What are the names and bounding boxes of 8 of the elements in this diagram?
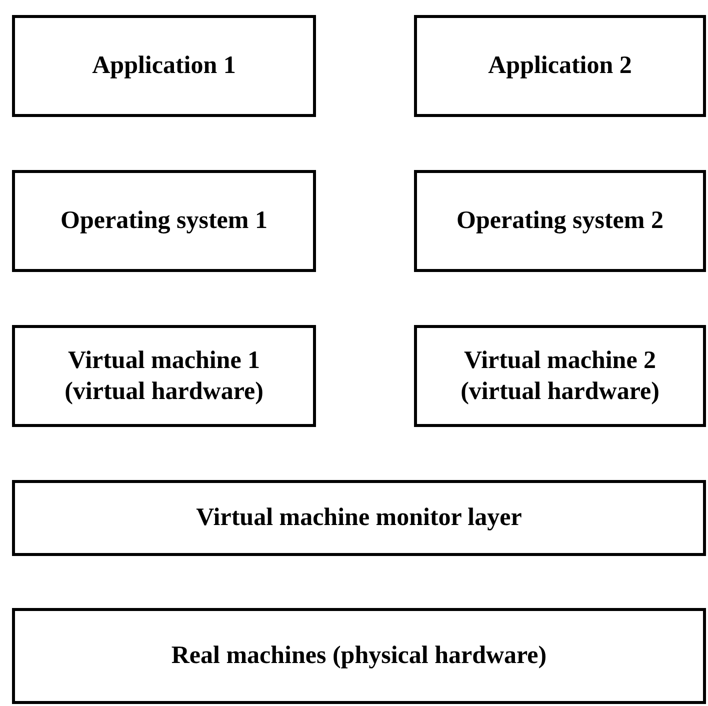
- layer-box: Virtual machine 1 (virtual hardware): [12, 325, 316, 427]
- layer-box: Virtual machine monitor layer: [12, 480, 706, 556]
- layer-box: Operating system 1: [12, 170, 316, 272]
- layer-box: Virtual machine 2 (virtual hardware): [414, 325, 706, 427]
- layer-box: Application 1: [12, 15, 316, 117]
- layer-box: Application 2: [414, 15, 706, 117]
- layer-box: Operating system 2: [414, 170, 706, 272]
- layer-box: Real machines (physical hardware): [12, 608, 706, 704]
